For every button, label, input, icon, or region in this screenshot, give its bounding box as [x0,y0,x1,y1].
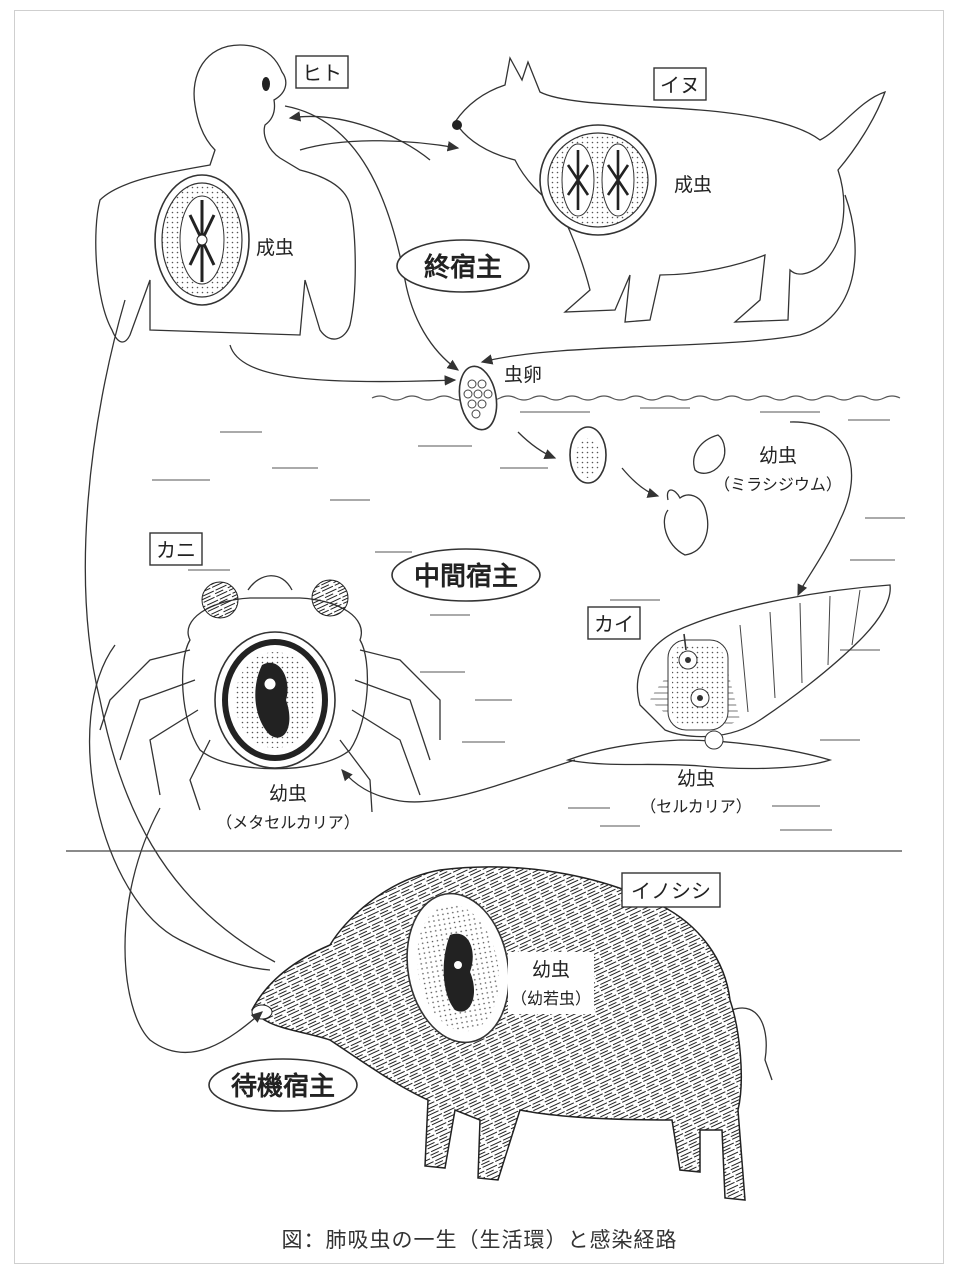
svg-text:ヒト: ヒト [302,61,342,85]
label-crab: カニ [150,533,202,565]
svg-text:待機宿主: 待機宿主 [231,1071,335,1102]
label-human: ヒト [296,56,348,88]
svg-text:カニ: カニ [156,538,196,562]
human-figure [96,45,356,342]
svg-text:カイ: カイ [594,612,634,636]
egg-cluster [455,363,502,432]
host-paratenic: 待機宿主 [209,1059,357,1111]
label-miracidium-sub: （ミラシジウム） [714,475,842,494]
boar-figure [252,867,772,1200]
svg-text:イヌ: イヌ [660,73,700,97]
host-intermediate: 中間宿主 [392,549,540,601]
label-cercaria: 幼虫 [677,768,715,790]
label-adult-human: 成虫 [256,237,294,259]
label-metacercaria: 幼虫 [269,783,307,805]
figure-caption: 図：肺吸虫の一生（生活環）と感染経路 [0,1224,959,1254]
miracidium-free [694,435,725,473]
crab-figure [100,576,440,812]
label-juvenile: 幼虫 [532,959,570,981]
svg-text:終宿主: 終宿主 [424,252,502,283]
water-surface [372,396,900,400]
label-metacercaria-sub: （メタセルカリア） [216,813,360,832]
svg-text:イノシシ: イノシシ [631,879,711,903]
label-miracidium: 幼虫 [759,445,797,467]
host-definitive: 終宿主 [397,240,529,292]
label-snail: カイ [588,607,640,639]
label-cercaria-sub: （セルカリア） [640,797,752,816]
label-adult-dog: 成虫 [674,174,712,196]
label-boar: イノシシ [622,873,720,907]
svg-text:中間宿主: 中間宿主 [414,561,518,592]
label-dog: イヌ [654,68,706,100]
miracidium-hatching [664,490,707,555]
label-juvenile-sub: （幼若虫） [511,989,591,1008]
label-egg: 虫卵 [504,364,542,386]
